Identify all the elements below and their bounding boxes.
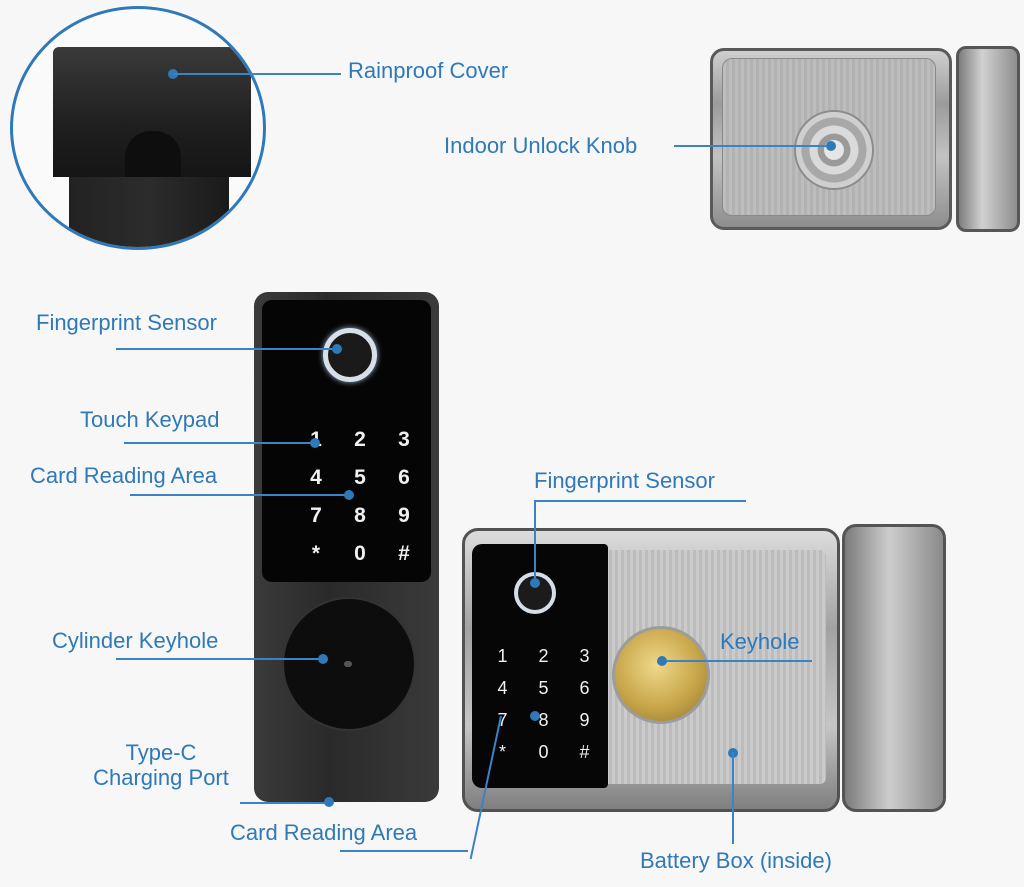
cylinder-keyhole-leader — [116, 658, 322, 660]
fingerprint-sensor-marker-left — [332, 344, 342, 354]
typec-label-line2: Charging Port — [93, 765, 229, 791]
card-reading-area-underline-bottom — [340, 850, 468, 852]
typec-leader — [240, 802, 328, 804]
cover-notch — [125, 131, 181, 179]
key-3: 3 — [579, 646, 590, 666]
key-7: 7 — [497, 710, 508, 730]
key-3: 3 — [398, 428, 410, 451]
touch-keypad-marker — [310, 438, 320, 448]
key-7: 7 — [310, 504, 322, 527]
outdoor-keypad-unit: 1 2 3 4 5 6 7 8 9 * 0 # — [254, 292, 439, 802]
cylinder-keyhole-label: Cylinder Keyhole — [52, 628, 219, 653]
battery-box-label: Battery Box (inside) — [640, 848, 832, 873]
card-reading-area-leader-left — [130, 494, 346, 496]
fingerprint-sensor-leader-left — [116, 348, 336, 350]
key-hash: # — [398, 542, 410, 565]
key-4: 4 — [497, 678, 508, 698]
indoor-unlock-knob-label: Indoor Unlock Knob — [444, 133, 638, 158]
key-4: 4 — [310, 466, 322, 489]
touch-keypad-label: Touch Keypad — [80, 407, 220, 432]
cylinder-keyhole-marker — [318, 654, 328, 664]
key-6: 6 — [398, 466, 410, 489]
keyhole-leader — [662, 660, 812, 662]
keyhole-label: Keyhole — [720, 629, 800, 654]
cylinder-keyhole-image — [282, 597, 416, 731]
fingerprint-sensor-underline-right — [534, 500, 746, 502]
fingerprint-sensor-label-right: Fingerprint Sensor — [534, 468, 715, 493]
key-0: 0 — [354, 542, 366, 565]
key-2: 2 — [354, 428, 366, 451]
card-reading-area-label-bottom: Card Reading Area — [230, 820, 418, 845]
card-reading-area-marker-left — [344, 490, 354, 500]
rainproof-cover-label: Rainproof Cover — [348, 58, 509, 83]
keyhole-marker — [657, 656, 667, 666]
key-8: 8 — [354, 504, 366, 527]
key-0: 0 — [538, 742, 549, 762]
rainproof-cover-leader — [173, 73, 341, 75]
key-hash: # — [579, 742, 590, 762]
keypad-top-image — [69, 177, 229, 247]
key-star: * — [311, 542, 321, 565]
fingerprint-sensor-leader-right — [534, 500, 536, 580]
key-8: 8 — [538, 710, 549, 730]
keyhole-slot — [344, 661, 352, 667]
rainproof-cover-zoom — [10, 6, 266, 250]
key-5: 5 — [538, 678, 549, 698]
typec-charging-port-label: Type-C Charging Port — [80, 740, 242, 791]
fingerprint-sensor-label-left: Fingerprint Sensor — [36, 310, 217, 335]
indoor-unlock-knob-marker — [826, 141, 836, 151]
fingerprint-sensor-marker-right — [530, 578, 540, 588]
key-2: 2 — [538, 646, 549, 666]
typec-marker — [324, 797, 334, 807]
typec-label-line1: Type-C — [125, 740, 197, 765]
key-6: 6 — [579, 678, 590, 698]
key-9: 9 — [398, 504, 410, 527]
card-reading-area-label-left: Card Reading Area — [30, 463, 218, 488]
key-1: 1 — [497, 646, 508, 666]
card-reading-area-marker-bottom — [530, 711, 540, 721]
keypad-glass-panel: 1 2 3 4 5 6 7 8 9 * 0 # — [262, 300, 431, 582]
rim-lock-outdoor-keeper — [842, 524, 946, 812]
fingerprint-sensor-image — [323, 328, 377, 382]
battery-box-leader — [732, 752, 734, 844]
touch-keypad-leader — [124, 442, 314, 444]
key-star: * — [498, 742, 506, 762]
indoor-unlock-knob-leader — [674, 145, 826, 147]
rim-lock-keypad-grid: 1 2 3 4 5 6 7 8 9 * 0 # — [482, 646, 605, 774]
key-9: 9 — [579, 710, 590, 730]
key-5: 5 — [354, 466, 366, 489]
brass-cylinder-image — [612, 626, 710, 724]
touch-keypad-grid: 1 2 3 4 5 6 7 8 9 * 0 # — [294, 428, 426, 580]
rim-lock-keeper — [956, 46, 1020, 232]
